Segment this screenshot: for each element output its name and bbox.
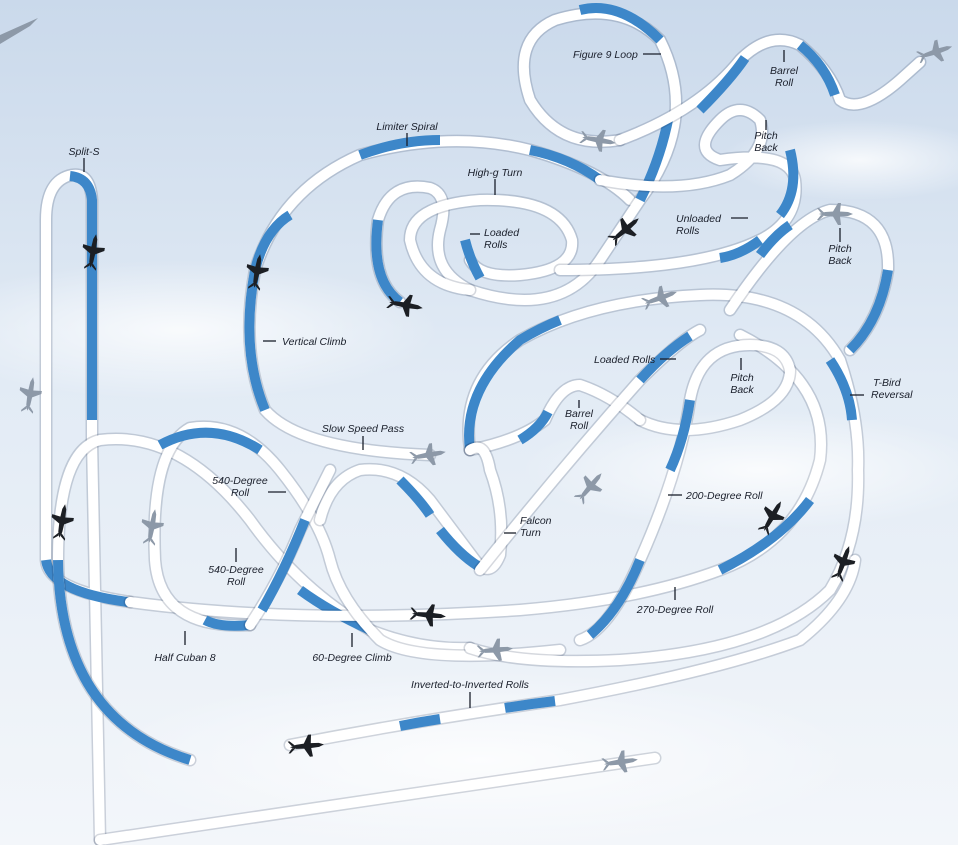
- label-pitch-back-top: Pitch: [754, 130, 778, 142]
- label-barrel-roll-mid-2: Roll: [570, 420, 589, 432]
- cloud: [100, 670, 860, 845]
- label-loaded-rolls-mid: Loaded Rolls: [594, 354, 656, 366]
- label-vertical-climb: Vertical Climb: [282, 336, 347, 348]
- label-540-roll-b: 540-Degree: [208, 564, 264, 576]
- label-barrel-roll-top-2: Roll: [775, 77, 794, 89]
- maneuver-labels: Figure 9 Loop Barrel Roll Limiter Spiral…: [69, 49, 913, 708]
- label-540-roll-a: 540-Degree: [212, 475, 268, 487]
- label-540-roll-b-2: Roll: [227, 576, 246, 588]
- label-barrel-roll-top: Barrel: [770, 65, 799, 77]
- label-figure-9-loop: Figure 9 Loop: [573, 49, 638, 61]
- cloud: [0, 260, 440, 400]
- label-high-g-turn: High-g Turn: [468, 167, 523, 179]
- label-loaded-rolls-inner: Loaded: [484, 227, 520, 239]
- label-pitch-back-top-2: Back: [754, 142, 778, 154]
- label-falcon-turn-2: Turn: [520, 527, 541, 539]
- label-half-cuban-8: Half Cuban 8: [154, 652, 215, 664]
- label-pitch-back-right-2: Back: [828, 255, 852, 267]
- label-unloaded-rolls-2: Rolls: [676, 225, 700, 237]
- cloud: [720, 120, 958, 200]
- label-tbird-reversal-2: Reversal: [871, 389, 913, 401]
- cloud: [520, 410, 958, 530]
- label-540-roll-a-2: Roll: [231, 487, 250, 499]
- label-barrel-roll-mid: Barrel: [565, 408, 594, 420]
- label-pitch-back-right: Pitch: [828, 243, 852, 255]
- label-200-roll: 200-Degree Roll: [685, 490, 763, 502]
- flight-path-ribbons: [39, 3, 927, 845]
- label-loaded-rolls-inner-2: Rolls: [484, 239, 508, 251]
- label-inverted-rolls: Inverted-to-Inverted Rolls: [411, 679, 530, 691]
- label-limiter-spiral: Limiter Spiral: [376, 121, 438, 133]
- label-pitch-back-mid: Pitch: [730, 372, 754, 384]
- label-270-roll: 270-Degree Roll: [636, 604, 714, 616]
- label-unloaded-rolls: Unloaded: [676, 213, 722, 225]
- partial-aircraft-wing: [0, 18, 38, 44]
- label-slow-speed-pass: Slow Speed Pass: [322, 423, 405, 435]
- label-tbird-reversal: T-Bird: [873, 377, 902, 389]
- label-60-climb: 60-Degree Climb: [312, 652, 392, 664]
- label-pitch-back-mid-2: Back: [730, 384, 754, 396]
- label-split-s: Split-S: [69, 146, 100, 158]
- label-falcon-turn: Falcon: [520, 515, 552, 527]
